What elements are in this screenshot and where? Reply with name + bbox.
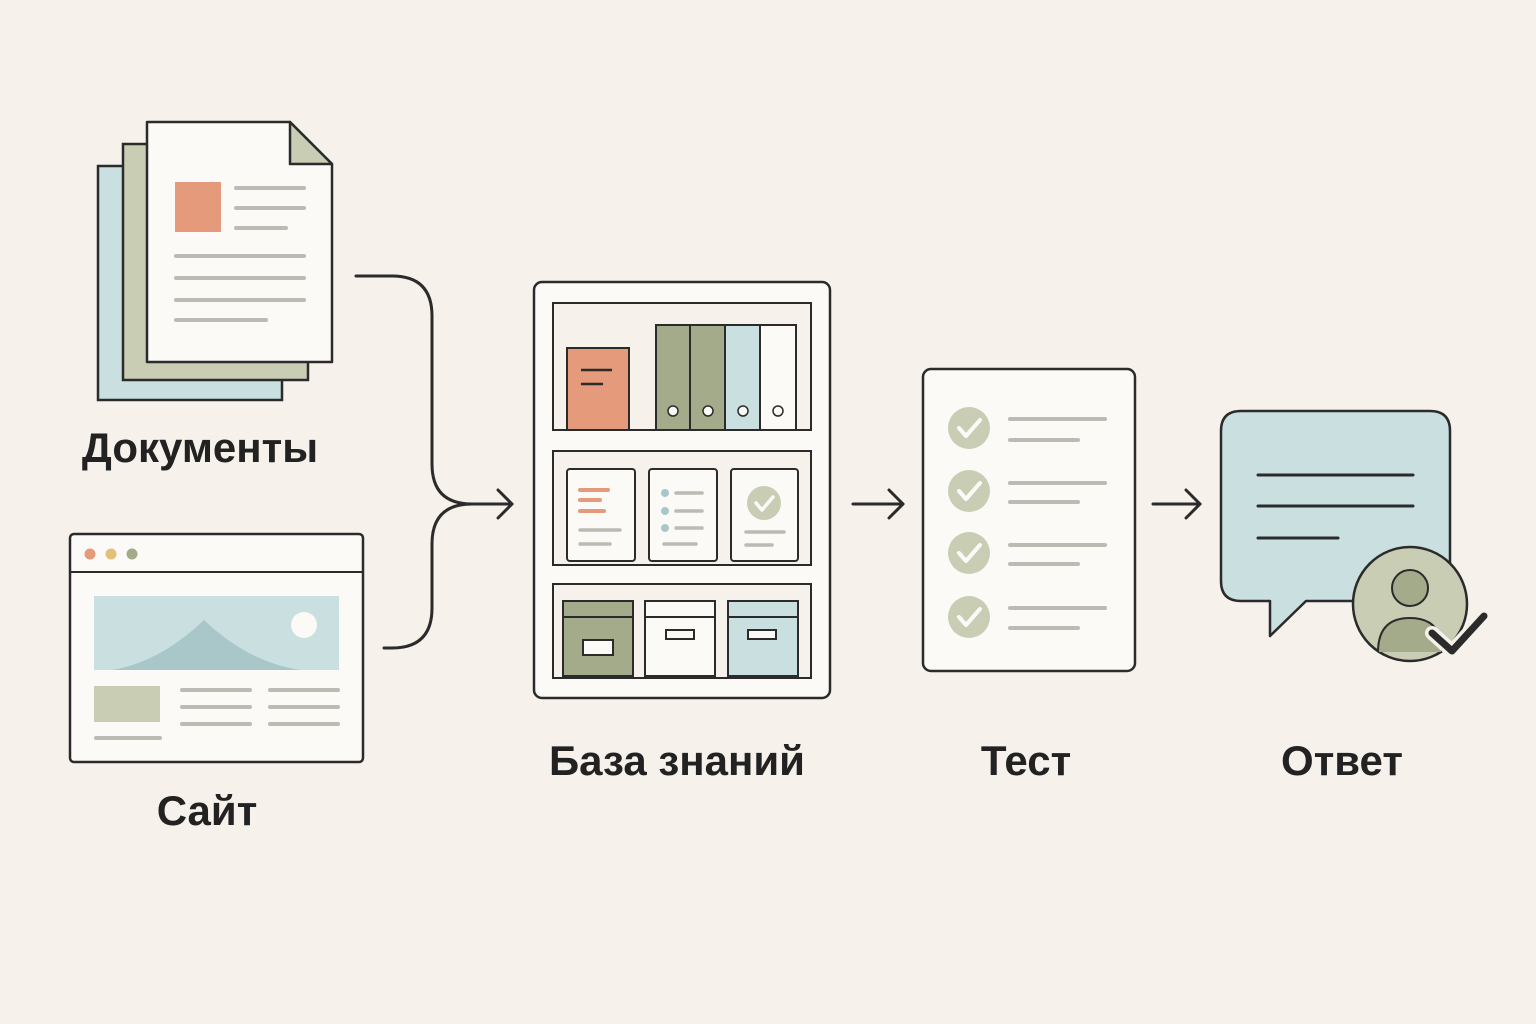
window-max-dot	[126, 548, 138, 560]
answer-label: Ответ	[1281, 737, 1403, 784]
card	[730, 468, 799, 562]
checklist-item	[948, 532, 1107, 574]
checkmark-icon	[1425, 609, 1491, 658]
arrow-right-icon	[1151, 488, 1202, 520]
storage-box	[562, 600, 634, 677]
sun-icon	[291, 612, 317, 638]
checklist-item	[948, 596, 1107, 638]
bookshelf-icon	[532, 280, 832, 700]
knowledge-base-label: База знаний	[549, 737, 805, 784]
card	[566, 468, 636, 562]
checklist-item	[948, 407, 1107, 449]
check-icon	[948, 596, 990, 638]
check-icon	[948, 470, 990, 512]
arrow-right-icon	[851, 488, 905, 520]
browser-window-icon	[68, 532, 365, 764]
arrowhead-to-knowledge-base	[496, 488, 514, 520]
check-icon	[747, 486, 781, 520]
test-label: Тест	[981, 737, 1071, 784]
merge-connector	[354, 274, 514, 650]
book	[566, 347, 630, 431]
site-label: Сайт	[157, 787, 258, 834]
check-icon	[948, 407, 990, 449]
window-close-dot	[84, 548, 96, 560]
chat-bubble-with-user-icon	[1219, 409, 1491, 663]
checklist-item	[948, 470, 1107, 512]
checklist-icon	[921, 367, 1137, 673]
documents-label: Документы	[82, 424, 318, 471]
storage-box	[727, 600, 799, 677]
check-icon	[948, 532, 990, 574]
card	[648, 468, 718, 562]
document-stack-icon	[96, 120, 334, 402]
storage-box	[644, 600, 716, 677]
window-min-dot	[105, 548, 117, 560]
